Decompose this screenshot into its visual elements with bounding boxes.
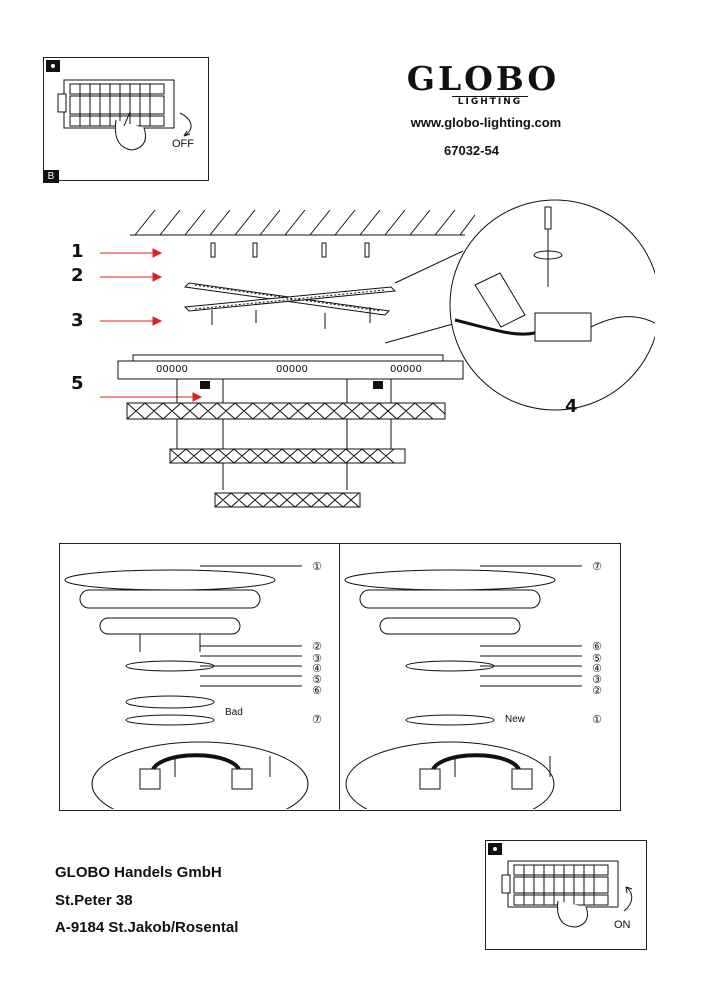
install-callout-2: ② bbox=[592, 684, 602, 697]
globo-logo: GLOBO LIGHTING bbox=[404, 59, 562, 108]
on-label: ON bbox=[614, 919, 631, 931]
company-name: GLOBO Handels GmbH bbox=[55, 864, 222, 881]
removal-callout-bottom: ⑦ bbox=[312, 713, 322, 726]
step-5-label: 5 bbox=[71, 373, 84, 394]
install-callout-top: ⑦ bbox=[592, 560, 602, 573]
company-street: St.Peter 38 bbox=[55, 892, 133, 909]
terminal-block-off-illustration bbox=[46, 60, 192, 151]
switch-off-panel: OFF bbox=[43, 57, 209, 181]
removal-callout-6: ⑥ bbox=[312, 684, 322, 697]
step-2-label: 2 bbox=[71, 265, 84, 286]
panel-divider bbox=[339, 543, 340, 810]
install-callout-4: ④ bbox=[592, 662, 602, 675]
bulb-group-right: 00000 bbox=[390, 364, 422, 375]
model-number: 67032-54 bbox=[444, 143, 499, 158]
panel-tag-b: B bbox=[43, 170, 59, 183]
step-3-label: 3 bbox=[71, 310, 84, 331]
company-city: A-9184 St.Jakob/Rosental bbox=[55, 919, 239, 936]
removal-callout-2: ② bbox=[312, 640, 322, 653]
terminal-block-on-illustration bbox=[488, 843, 633, 928]
bulb-group-center: 00000 bbox=[276, 364, 308, 375]
switch-on-panel: ON bbox=[485, 840, 647, 950]
install-callout-5: ⑤ bbox=[592, 652, 602, 665]
off-label: OFF bbox=[172, 138, 194, 150]
install-callout-6: ⑥ bbox=[592, 640, 602, 653]
install-callout-3: ③ bbox=[592, 673, 602, 686]
installation-diagram bbox=[344, 565, 582, 809]
bulb-group-left: 00000 bbox=[156, 364, 188, 375]
logo-sub-text: LIGHTING bbox=[452, 96, 528, 107]
removal-callout-5: ⑤ bbox=[312, 673, 322, 686]
logo-main-text: GLOBO bbox=[406, 59, 560, 98]
removal-callout-4: ④ bbox=[312, 662, 322, 675]
removal-diagram bbox=[64, 565, 309, 809]
install-callout-bottom: ① bbox=[592, 713, 602, 726]
bad-label: Bad bbox=[225, 707, 243, 718]
removal-callout-top: ① bbox=[312, 560, 322, 573]
step-1-label: 1 bbox=[71, 241, 84, 262]
removal-callout-3: ③ bbox=[312, 652, 322, 665]
website-text: www.globo-lighting.com bbox=[410, 115, 562, 130]
new-label: New bbox=[505, 714, 526, 725]
mounting-diagram bbox=[100, 199, 655, 508]
step-4-label: 4 bbox=[565, 396, 578, 417]
